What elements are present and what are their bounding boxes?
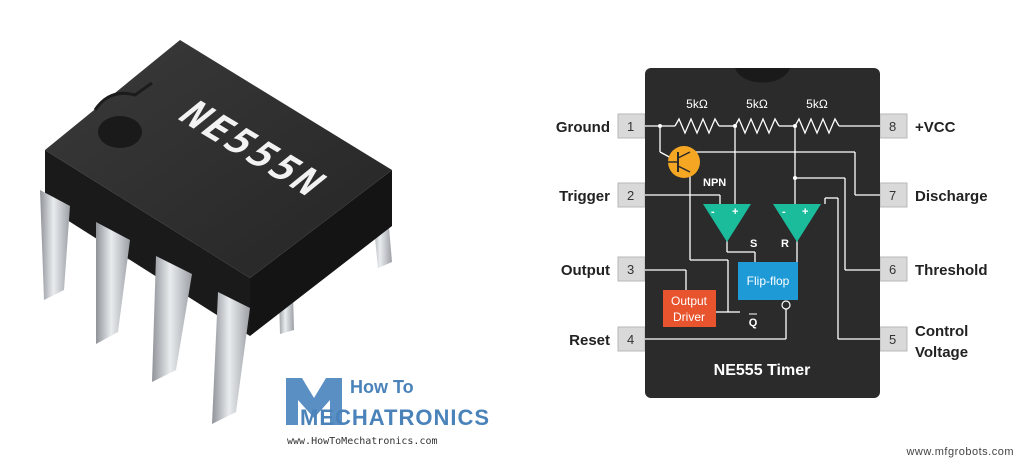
m-logo-icon	[286, 378, 342, 425]
circuit-wires	[645, 117, 880, 340]
pin-label-vcc: +VCC	[915, 119, 956, 136]
comparator-1-minus: -	[711, 206, 715, 218]
logo-url: www.HowToMechatronics.com	[287, 436, 438, 447]
output-driver-line2: Driver	[673, 310, 705, 324]
pin-number-8: 8	[889, 119, 896, 134]
howtomechatronics-logo: How To MECHATRONICS www.HowToMechatronic…	[286, 377, 490, 447]
flipflop-input-s: S	[750, 238, 757, 250]
pin-number-5: 5	[889, 332, 896, 347]
ne555-block-diagram: 1 2 3 4 8 7 6 5 Ground Trigger Output Re…	[556, 68, 988, 398]
pin-number-2: 2	[627, 188, 634, 203]
comparator-2-plus: +	[802, 206, 808, 218]
watermark: www.mfgrobots.com	[905, 446, 1014, 458]
chip-notch	[93, 81, 153, 111]
flipflop-input-r: R	[781, 238, 789, 250]
resistor-3-label: 5kΩ	[806, 97, 828, 111]
pin-label-control: Control	[915, 323, 968, 340]
comparator-2-minus: -	[782, 206, 786, 218]
chip-top-face	[45, 40, 392, 278]
pin-number-7: 7	[889, 188, 896, 203]
resistor-3	[794, 117, 840, 135]
chip-front-side	[45, 150, 250, 336]
comparator-1: - +	[703, 204, 751, 242]
right-pins	[879, 113, 908, 352]
flipflop-qbar: Q	[749, 317, 758, 329]
pin-label-discharge: Discharge	[915, 188, 988, 205]
output-driver-line1: Output	[671, 294, 708, 308]
pin1-dot	[98, 116, 142, 148]
npn-transistor	[668, 146, 700, 178]
comparator-1-plus: +	[732, 206, 738, 218]
pin-label-ground: Ground	[556, 119, 610, 136]
pin-number-6: 6	[889, 262, 896, 277]
pin-number-3: 3	[627, 262, 634, 277]
flipflop-block	[738, 262, 798, 300]
logo-line1: How To	[350, 377, 414, 397]
chip-right-side	[250, 170, 392, 336]
resistor-2	[734, 117, 780, 135]
left-pins	[617, 113, 646, 352]
ic-notch	[735, 68, 790, 83]
reset-inverter-bubble	[781, 300, 791, 310]
flipflop-label: Flip-flop	[747, 274, 790, 288]
logo-line2: MECHATRONICS	[300, 405, 490, 430]
pin-number-1: 1	[627, 119, 634, 134]
dip-chip: NE555N	[40, 40, 392, 424]
resistor-1-label: 5kΩ	[686, 97, 708, 111]
resistor-1	[674, 117, 720, 135]
comparator-2: - +	[773, 204, 821, 242]
pin-label-reset: Reset	[569, 332, 610, 349]
transistor-label: NPN	[703, 177, 726, 189]
pin-label-threshold: Threshold	[915, 262, 988, 279]
front-legs	[40, 190, 250, 424]
pin-label-trigger: Trigger	[559, 188, 610, 205]
resistor-2-label: 5kΩ	[746, 97, 768, 111]
diagram-title: NE555 Timer	[714, 362, 811, 379]
output-driver-block	[663, 290, 716, 327]
pin-label-voltage: Voltage	[915, 344, 968, 361]
pin-label-output: Output	[561, 262, 610, 279]
pin-number-4: 4	[627, 332, 634, 347]
